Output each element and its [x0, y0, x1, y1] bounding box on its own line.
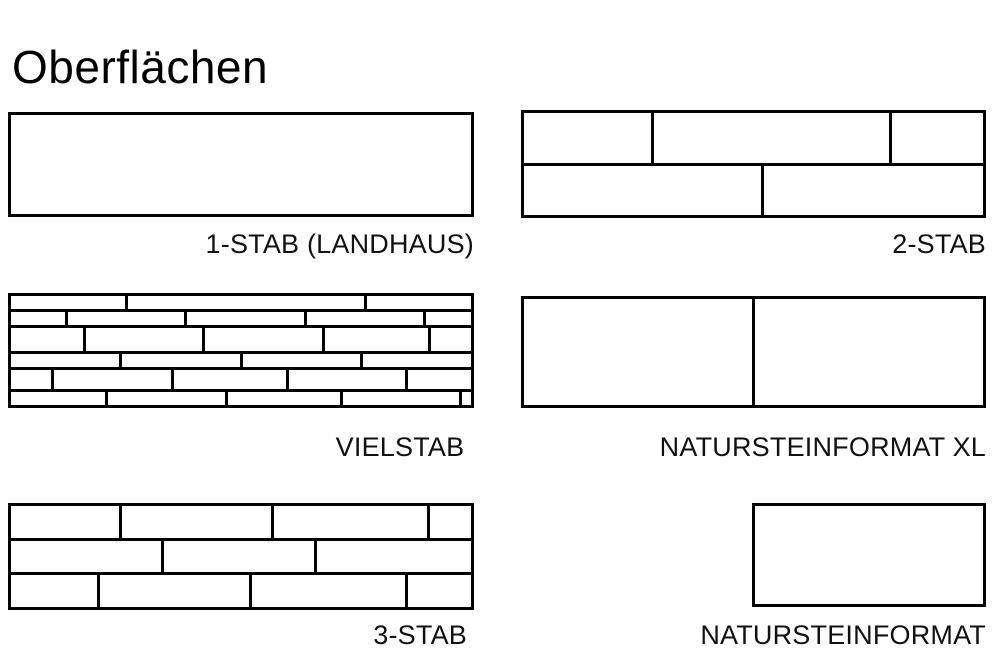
plank [11, 353, 123, 367]
pattern-diagram-1stab [8, 112, 474, 217]
plank-row [11, 328, 472, 354]
plank [11, 296, 128, 310]
plank [11, 115, 471, 214]
plank [11, 328, 86, 351]
plank [362, 353, 471, 367]
plank-row [11, 296, 471, 313]
plank-row [524, 113, 983, 166]
plank-grid [521, 296, 986, 408]
plank [108, 391, 228, 406]
plank [187, 312, 307, 326]
plank [67, 312, 188, 326]
page-title: Oberflächen [12, 40, 269, 93]
plank [11, 369, 55, 389]
plank [324, 328, 431, 351]
plank-grid [752, 503, 986, 607]
plank-grid [8, 112, 474, 217]
plank [163, 540, 317, 573]
plank [227, 391, 343, 406]
plank [54, 369, 174, 389]
plank [408, 369, 471, 389]
plank-row [11, 506, 471, 541]
pattern-label-3stab: 3-STAB [373, 620, 467, 650]
plank [11, 391, 109, 406]
plank [205, 328, 325, 351]
plank [242, 353, 363, 367]
plank [524, 113, 654, 163]
plank [366, 296, 471, 310]
pattern-label-2stab: 2-STAB [892, 229, 986, 259]
plank-row [11, 369, 471, 392]
plank [407, 575, 471, 608]
plank [342, 391, 463, 406]
plank [274, 506, 431, 538]
plank [11, 312, 68, 326]
plank-row [11, 115, 471, 214]
plank [288, 369, 409, 389]
plank [892, 113, 983, 163]
plank [127, 296, 367, 310]
plank [764, 165, 983, 215]
plank [430, 506, 471, 538]
plank [653, 113, 893, 163]
pattern-label-1stab: 1-STAB (LANDHAUS) [205, 229, 474, 259]
plank [755, 506, 983, 604]
plank-grid [8, 293, 474, 408]
pattern-label-vielstab: VIELSTAB [335, 432, 465, 462]
pattern-label-natursteinformat: NATURSTEINFORMAT [700, 620, 986, 650]
plank-row [524, 165, 983, 215]
plank [426, 312, 472, 326]
plank [306, 312, 427, 326]
plank [316, 540, 471, 573]
plank [99, 575, 252, 608]
plank [524, 165, 765, 215]
pattern-diagram-2stab [521, 110, 986, 218]
pattern-label-natursteinformat-xl: NATURSTEINFORMAT XL [659, 432, 986, 462]
plank-grid [8, 503, 474, 610]
plank-row [11, 391, 471, 406]
pattern-diagram-natursteinformat-xl [521, 296, 986, 408]
plank [122, 506, 275, 538]
plank [524, 299, 755, 405]
plank-row [524, 299, 983, 405]
plank-grid [521, 110, 986, 218]
plank [173, 369, 289, 389]
plank-row [755, 506, 983, 604]
plank [85, 328, 206, 351]
plank-row [11, 312, 472, 329]
plank [251, 575, 408, 608]
plank [11, 575, 100, 608]
plank [755, 299, 983, 405]
plank [462, 391, 471, 406]
plank [122, 353, 243, 367]
pattern-diagram-natursteinformat [752, 503, 986, 607]
pattern-diagram-3stab [8, 503, 474, 610]
plank-row [11, 540, 471, 576]
plank-row [11, 575, 471, 608]
plank [11, 540, 164, 573]
plank-row [11, 353, 471, 370]
pattern-diagram-vielstab [8, 293, 474, 408]
plank [11, 506, 123, 538]
plank [430, 328, 472, 351]
